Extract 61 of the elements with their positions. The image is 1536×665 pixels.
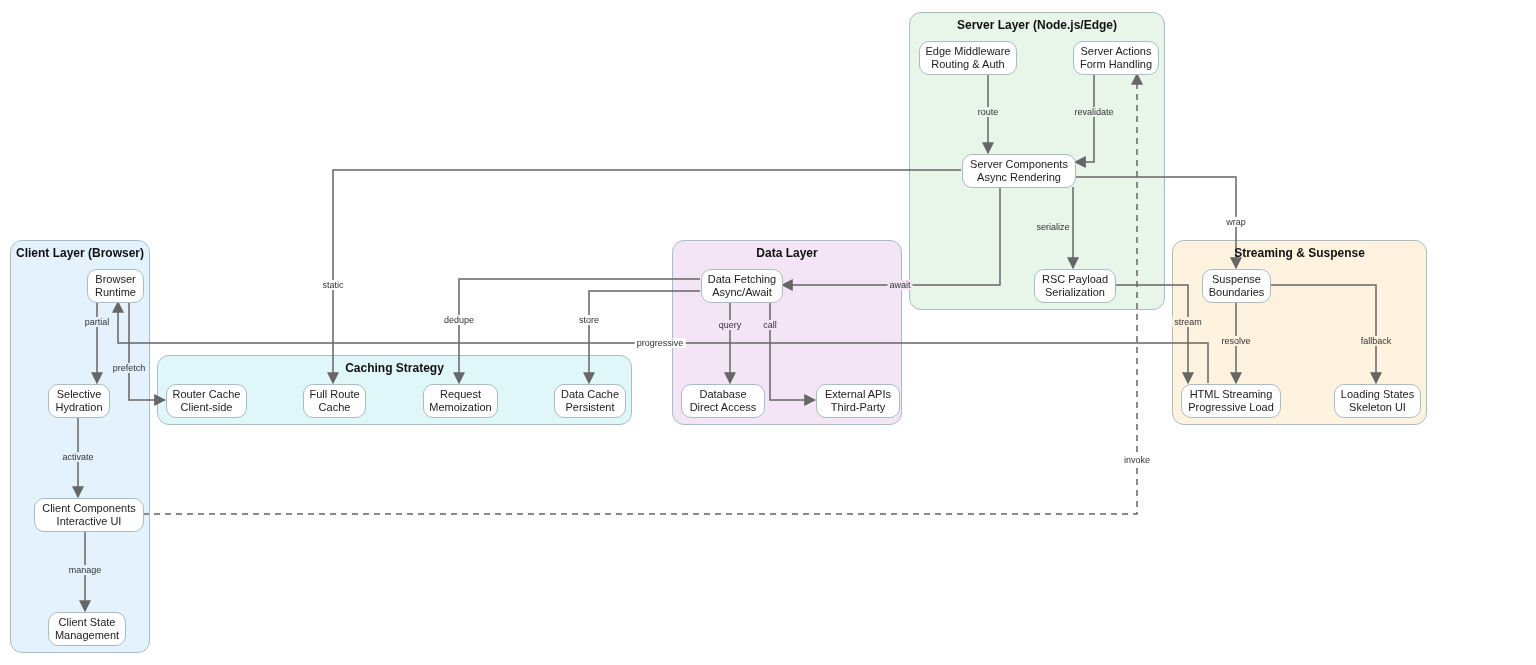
arrow <box>79 530 91 613</box>
arrow <box>453 278 701 385</box>
layer-panel <box>10 240 150 653</box>
edge-label: progressive <box>634 338 686 348</box>
layer-panel <box>1172 240 1427 425</box>
edge-label: wrap <box>1224 217 1248 227</box>
panel-title: Server Layer (Node.js/Edge) <box>955 18 1119 32</box>
panel-title: Caching Strategy <box>344 361 445 375</box>
process-box: Suspense Boundaries <box>1202 269 1271 303</box>
panel-title: Data Layer <box>755 246 819 260</box>
edge-label: static <box>320 280 346 290</box>
layer-panel <box>909 12 1165 310</box>
panel-title: Client Layer (Browser) <box>14 246 145 260</box>
process-box: Data Cache Persistent <box>554 384 626 418</box>
arrow <box>91 301 103 385</box>
arrow <box>327 169 962 385</box>
arrow <box>1230 301 1242 385</box>
edge-label: revalidate <box>1072 107 1116 117</box>
process-box: Database Direct Access <box>681 384 765 418</box>
edge-label: dedupe <box>442 315 476 325</box>
arrow <box>128 301 167 406</box>
process-box: Loading States Skeleton UI <box>1334 384 1421 418</box>
edge-label: store <box>577 315 601 325</box>
edge-label: route <box>975 107 1001 117</box>
arrow <box>1114 284 1194 385</box>
edge-label: stream <box>1172 317 1204 327</box>
edge-label: await <box>887 280 913 290</box>
arrow <box>1269 284 1382 385</box>
edge-label: prefetch <box>110 363 148 373</box>
edge-label: call <box>761 320 779 330</box>
edge-label: query <box>716 320 744 330</box>
arrow <box>1073 73 1095 168</box>
edge-label: activate <box>60 452 96 462</box>
process-box: Browser Runtime <box>87 269 144 303</box>
process-box: Selective Hydration <box>48 384 110 418</box>
arrow <box>724 301 736 385</box>
process-box: Router Cache Client-side <box>166 384 247 418</box>
process-box: RSC Payload Serialization <box>1034 269 1116 303</box>
process-box: Request Memoization <box>423 384 498 418</box>
process-box: Server Actions Form Handling <box>1073 41 1159 75</box>
edge-label: manage <box>66 565 104 575</box>
process-box: Server Components Async Rendering <box>962 154 1076 188</box>
arrow <box>583 290 701 385</box>
panel-title: Streaming & Suspense <box>1233 246 1366 260</box>
edge-label: invoke <box>1122 455 1152 465</box>
process-box: External APIs Third-Party <box>816 384 900 418</box>
edge-label: fallback <box>1358 336 1394 346</box>
edge-label: resolve <box>1219 336 1253 346</box>
process-box: Data Fetching Async/Await <box>701 269 783 303</box>
arrow <box>1074 176 1242 270</box>
layer-panel <box>157 355 632 425</box>
process-box: Edge Middleware Routing & Auth <box>919 41 1017 75</box>
arrow <box>1067 186 1079 270</box>
edge-label: partial <box>82 317 112 327</box>
process-box: Full Route Cache <box>303 384 366 418</box>
process-box: Client Components Interactive UI <box>34 498 144 532</box>
arrow <box>72 416 84 499</box>
process-box: HTML Streaming Progressive Load <box>1181 384 1281 418</box>
arrow <box>769 301 817 406</box>
edge-label: serialize <box>1034 222 1072 232</box>
process-box: Client State Management <box>48 612 126 646</box>
